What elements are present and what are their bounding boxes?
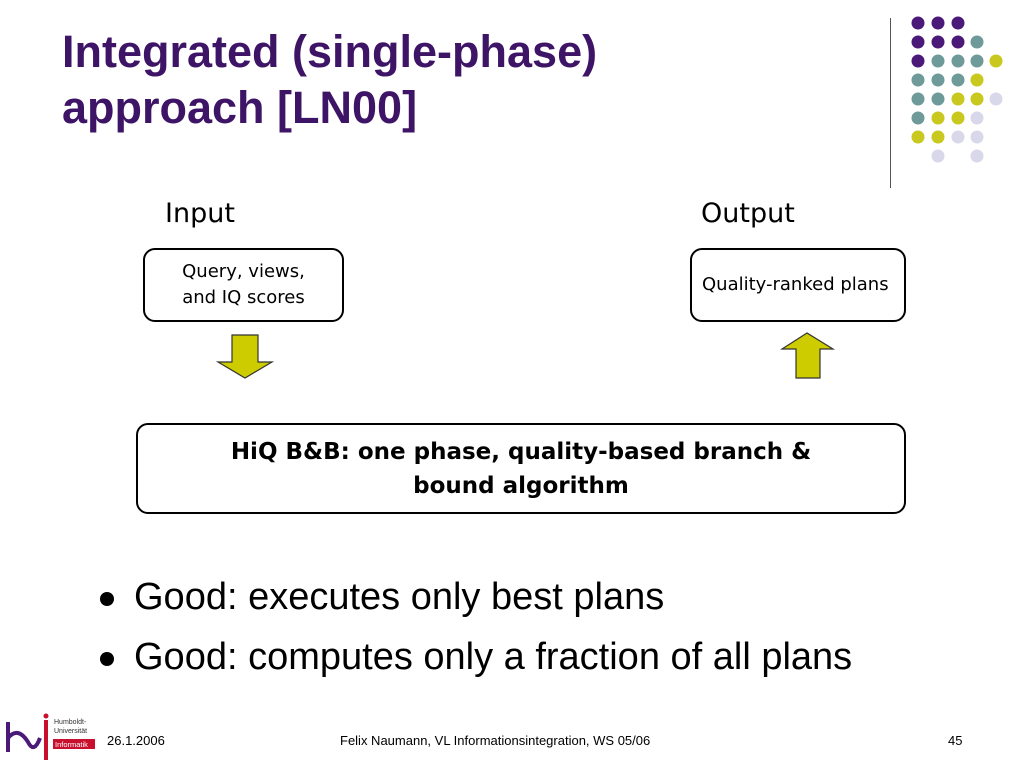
input-box-line1: Query, views, — [182, 261, 305, 282]
footer-page-number: 45 — [948, 733, 963, 748]
footer-author: Felix Naumann, VL Informationsintegratio… — [340, 733, 651, 748]
input-box-line2: and IQ scores — [182, 287, 305, 308]
algorithm-box-line1: HiQ B&B: one phase, quality-based branch… — [230, 438, 812, 465]
bullet-dot-icon — [100, 652, 114, 666]
algorithm-box: HiQ B&B: one phase, quality-based branch… — [136, 423, 906, 514]
logo-line3: Informatik — [55, 740, 88, 749]
flow-arrows — [215, 332, 836, 379]
slide-title-line1: Integrated (single-phase) — [62, 26, 598, 77]
bullet-text: Good: computes only a fraction of all pl… — [134, 636, 853, 678]
output-box: Quality-ranked plans — [690, 248, 906, 322]
algorithm-box-line2: bound algorithm — [413, 472, 629, 499]
output-box-text: Quality-ranked plans — [702, 274, 889, 295]
logo-band — [53, 739, 95, 749]
dot-grid-group — [911, 16, 1003, 163]
logo-line2: Universität — [54, 728, 87, 735]
bullet-dot-icon — [100, 592, 114, 606]
bullet-text: Good: executes only best plans — [134, 576, 665, 618]
output-label: Output — [701, 198, 795, 229]
hu-informatik-logo: Humboldt- Universität Informatik — [6, 713, 95, 760]
footer-date: 26.1.2006 — [107, 733, 165, 748]
input-box: Query, views, and IQ scores — [143, 248, 344, 322]
logo-line1: Humboldt- — [54, 719, 87, 726]
input-label: Input — [165, 198, 235, 229]
decorative-dot-grid — [911, 16, 1003, 163]
title-divider — [890, 18, 891, 188]
slide-title: Integrated (single-phase) approach [LN00… — [62, 24, 822, 136]
up-arrow-icon — [779, 332, 836, 379]
slide-title-line2: approach [LN00] — [62, 82, 418, 133]
down-arrow-icon — [215, 334, 275, 379]
